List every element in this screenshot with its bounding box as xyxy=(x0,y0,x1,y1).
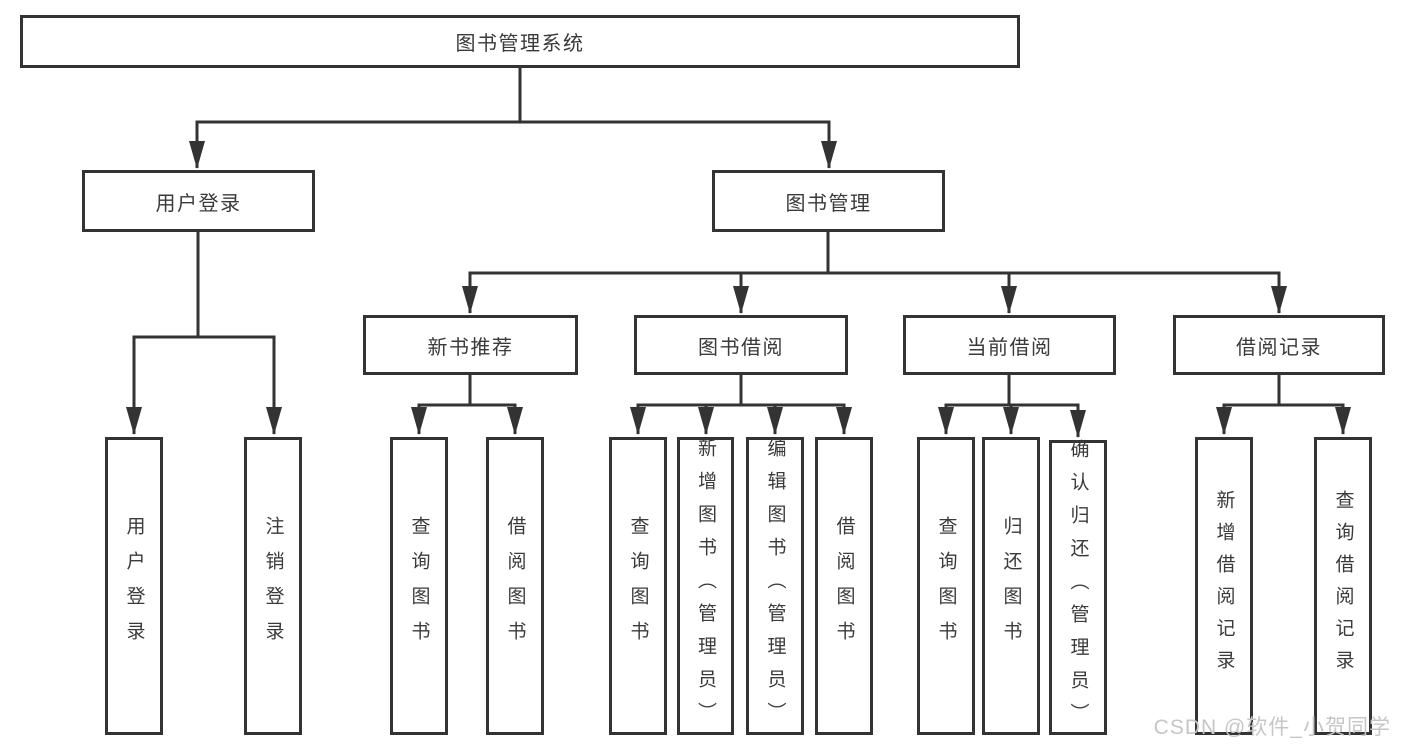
node-root: 图书管理系统 xyxy=(20,15,1020,68)
leaf-bb-edit-books-admin-label: 编辑图书（管理员） xyxy=(764,437,786,735)
leaf-nb-borrow-books-label: 借阅图书 xyxy=(504,516,526,656)
leaf-nb-query-books: 查询图书 xyxy=(390,437,448,735)
leaf-cb-return-books: 归还图书 xyxy=(982,437,1040,735)
leaf-cb-query-books: 查询图书 xyxy=(917,437,975,735)
leaf-user-login: 用户登录 xyxy=(105,437,163,735)
node-book-management: 图书管理 xyxy=(712,170,945,232)
leaf-bb-borrow-books: 借阅图书 xyxy=(815,437,873,735)
leaf-bb-query-books: 查询图书 xyxy=(609,437,667,735)
node-borrow-records: 借阅记录 xyxy=(1173,315,1385,375)
node-book-borrow: 图书借阅 xyxy=(634,315,848,375)
leaf-br-query-record-label: 查询借阅记录 xyxy=(1332,490,1354,682)
leaf-bb-borrow-books-label: 借阅图书 xyxy=(833,516,855,656)
node-root-label: 图书管理系统 xyxy=(455,33,585,55)
leaf-nb-query-books-label: 查询图书 xyxy=(408,516,430,656)
leaf-nb-borrow-books: 借阅图书 xyxy=(486,437,544,735)
leaf-logout-login-label: 注销登录 xyxy=(262,516,284,656)
leaf-bb-add-books-admin-label: 新增图书（管理员） xyxy=(695,437,716,735)
leaf-cb-return-books-label: 归还图书 xyxy=(1000,516,1022,656)
leaf-bb-add-books-admin: 新增图书（管理员） xyxy=(677,437,734,735)
node-user-login: 用户登录 xyxy=(82,170,315,232)
leaf-br-add-record-label: 新增借阅记录 xyxy=(1213,490,1235,682)
node-book-management-label: 图书管理 xyxy=(785,192,872,215)
leaf-bb-query-books-label: 查询图书 xyxy=(627,516,649,656)
node-current-borrow: 当前借阅 xyxy=(903,315,1116,375)
leaf-br-query-record: 查询借阅记录 xyxy=(1314,437,1372,735)
leaf-cb-query-books-label: 查询图书 xyxy=(935,516,957,656)
leaf-bb-edit-books-admin: 编辑图书（管理员） xyxy=(746,437,804,735)
leaf-logout-login: 注销登录 xyxy=(244,437,302,735)
node-book-borrow-label: 图书借阅 xyxy=(698,336,784,359)
csdn-watermark: CSDN @软件_小贺同学 xyxy=(1153,716,1391,739)
node-new-book-recommend: 新书推荐 xyxy=(363,315,578,375)
node-borrow-records-label: 借阅记录 xyxy=(1236,336,1322,359)
leaf-cb-confirm-return-admin: 确认归还（管理员） xyxy=(1049,439,1107,736)
leaf-br-add-record: 新增借阅记录 xyxy=(1195,437,1253,735)
node-new-book-recommend-label: 新书推荐 xyxy=(427,336,514,359)
node-current-borrow-label: 当前借阅 xyxy=(966,336,1053,359)
leaf-user-login-label: 用户登录 xyxy=(123,516,145,656)
leaf-cb-confirm-return-admin-label: 确认归还（管理员） xyxy=(1067,439,1089,736)
node-user-login-label: 用户登录 xyxy=(155,192,242,215)
